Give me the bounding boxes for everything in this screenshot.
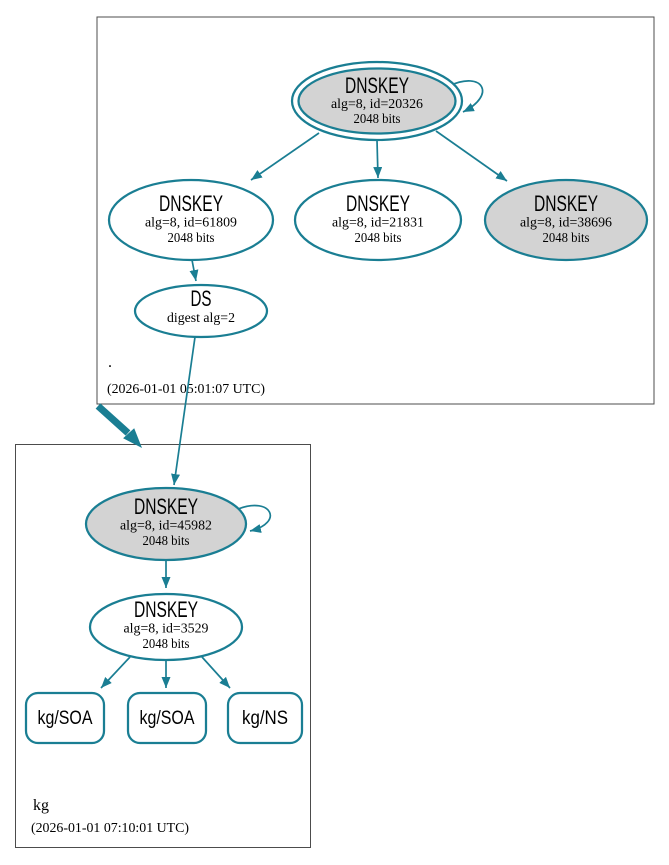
edge-root-ksk-to-38696 (435, 130, 508, 182)
zone-kg-timestamp: (2026-01-01 07:10:01 UTC) (31, 820, 189, 835)
node-detail: alg=8, id=61809 (145, 216, 237, 231)
node-size: 2048 bits (543, 231, 590, 246)
edge-kg-zsk-to-soa1 (100, 656, 131, 689)
node-detail: alg=8, id=38696 (520, 216, 612, 231)
delegation-arrow-shaft (95, 403, 131, 436)
rrset-box (126, 691, 208, 745)
edge-kg-ksk-selfloop (237, 504, 271, 533)
rrset-label: kg/SOA (38, 708, 93, 729)
zone-kg-name: kg (33, 797, 49, 814)
node-kg-soa-rrset-2[interactable]: kg/SOA (126, 691, 208, 745)
zone-root-timestamp: (2026-01-01 05:01:07 UTC) (107, 381, 265, 396)
rrset-label: kg/NS (242, 708, 288, 729)
node-kg-zsk-dnskey-3529[interactable]: DNSKEY alg=8, id=3529 2048 bits (88, 592, 244, 662)
node-title: DNSKEY (345, 73, 409, 98)
zone-root-name: . (108, 354, 112, 371)
edge-root-ksk-selfloop (448, 80, 484, 113)
node-ellipse (293, 178, 463, 262)
node-detail: alg=8, id=3529 (124, 622, 209, 637)
node-ellipse (84, 486, 248, 562)
rrset-box (24, 691, 106, 745)
node-root-dnskey-21831[interactable]: DNSKEY alg=8, id=21831 2048 bits (293, 178, 463, 262)
node-size: 2048 bits (168, 231, 215, 246)
node-size: 2048 bits (354, 112, 401, 127)
node-title: DNSKEY (534, 191, 598, 216)
node-ellipse (133, 283, 269, 339)
node-root-ds[interactable]: DS digest alg=2 (133, 283, 269, 339)
edge-root-ksk-to-21831 (373, 139, 383, 179)
node-ellipse (107, 178, 275, 262)
node-ellipse (483, 178, 649, 262)
node-detail: digest alg=2 (167, 311, 235, 326)
node-root-ksk-dnskey-20326[interactable]: DNSKEY alg=8, id=20326 2048 bits (290, 60, 464, 142)
node-root-ksk-inner-ring (297, 67, 457, 135)
node-root-dnskey-61809[interactable]: DNSKEY alg=8, id=61809 2048 bits (107, 178, 275, 262)
node-size: 2048 bits (143, 534, 190, 549)
edge-ds-to-kg-ksk (171, 336, 196, 486)
node-title: DNSKEY (134, 494, 198, 519)
node-root-dnskey-38696[interactable]: DNSKEY alg=8, id=38696 2048 bits (483, 178, 649, 262)
node-detail: alg=8, id=45982 (120, 519, 212, 534)
delegation-arrow-head (123, 428, 142, 448)
rrset-box (226, 691, 304, 745)
edge-kg-zsk-to-ns (201, 656, 231, 689)
edge-root-to-kg-delegation (95, 403, 142, 448)
edges (95, 80, 508, 689)
node-kg-ksk-dnskey-45982[interactable]: DNSKEY alg=8, id=45982 2048 bits (84, 486, 248, 562)
node-title: DS (191, 286, 212, 311)
node-detail: alg=8, id=20326 (331, 97, 423, 112)
edge-61809-to-ds (189, 259, 199, 282)
edge-root-ksk-to-61809 (250, 132, 320, 181)
node-size: 2048 bits (355, 231, 402, 246)
node-title: DNSKEY (134, 597, 198, 622)
node-kg-soa-rrset-1[interactable]: kg/SOA (24, 691, 106, 745)
node-ellipse (88, 592, 244, 662)
rrset-label: kg/SOA (140, 708, 195, 729)
node-kg-ns-rrset[interactable]: kg/NS (226, 691, 304, 745)
node-title: DNSKEY (346, 191, 410, 216)
node-detail: alg=8, id=21831 (332, 216, 424, 231)
node-title: DNSKEY (159, 191, 223, 216)
node-size: 2048 bits (143, 637, 190, 652)
